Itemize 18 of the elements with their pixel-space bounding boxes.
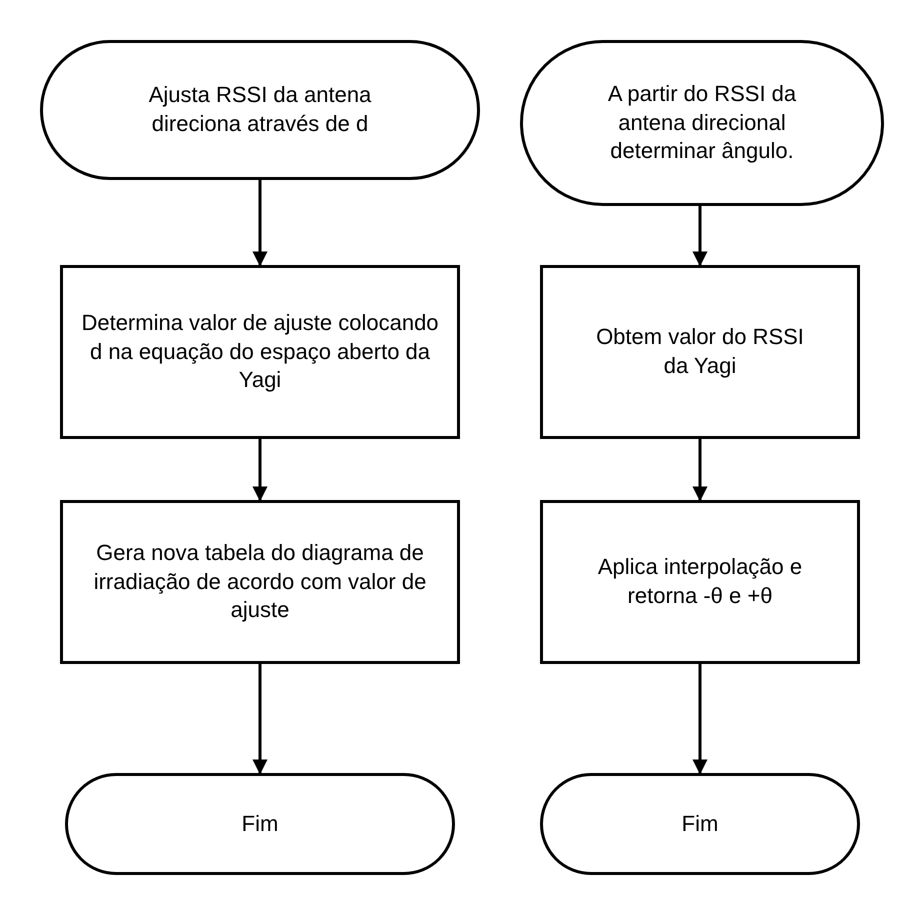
arrow xyxy=(252,664,268,774)
node-text: Fim xyxy=(682,810,718,838)
node-text: Determina valor de ajuste colocando d na equação do espaço aberto da Yagi xyxy=(80,309,440,394)
node-text: Aplica interpolação e retorna -θ e +θ xyxy=(596,553,804,610)
node-text: A partir do RSSI da antena direcional determinar ângulo. xyxy=(606,80,798,166)
arrow xyxy=(692,206,708,266)
arrow xyxy=(692,439,708,502)
node-text: Obtem valor do RSSI da Yagi xyxy=(595,323,805,380)
arrow xyxy=(252,180,268,266)
node-text: Fim xyxy=(242,810,278,838)
node-text: Gera nova tabela do diagrama de irradiação de acordo com valor de ajuste xyxy=(92,539,428,624)
node-text: Ajusta RSSI da antena direciona através de d xyxy=(148,81,372,138)
arrow xyxy=(252,439,268,502)
process-box xyxy=(540,265,860,439)
arrow xyxy=(692,664,708,774)
process-box xyxy=(60,500,460,664)
process-box xyxy=(60,265,460,439)
process-box xyxy=(540,500,860,664)
